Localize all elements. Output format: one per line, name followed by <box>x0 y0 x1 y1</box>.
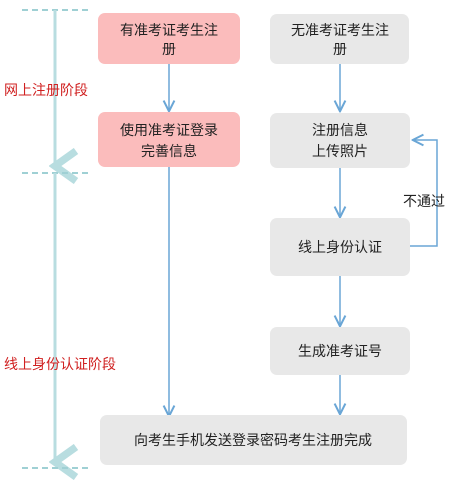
box-use-ticket-login-line1: 使用准考证登录 <box>120 122 218 139</box>
box-generate-ticket-label: 生成准考证号 <box>298 344 382 360</box>
flow-arrows <box>169 64 438 415</box>
box-online-identity: 线上身份认证 <box>270 218 410 276</box>
stage-label-identity-verification: 线上身份认证阶段 <box>4 357 116 373</box>
box-online-identity-label: 线上身份认证 <box>298 240 382 256</box>
arrow-fail-loop <box>410 140 438 247</box>
phase-indicator <box>22 9 92 468</box>
box-register-info-line1: 注册信息 <box>312 122 368 139</box>
fail-label: 不通过 <box>403 194 445 210</box>
box-without-ticket-register: 无准考证考生注 册 <box>270 14 409 64</box>
box-generate-ticket: 生成准考证号 <box>270 327 410 375</box>
box-registration-complete-label: 向考生手机发送登录密码考生注册完成 <box>134 432 372 449</box>
box-register-info-line2: 上传照片 <box>312 144 368 160</box>
box-without-ticket-line1: 无准考证考生注 <box>291 23 389 39</box>
box-with-ticket-line1: 有准考证考生注 <box>120 23 218 39</box>
box-with-ticket-line2: 册 <box>162 42 176 58</box>
stage-label-online-registration: 网上注册阶段 <box>4 83 88 99</box>
box-registration-complete: 向考生手机发送登录密码考生注册完成 <box>100 415 407 465</box>
box-use-ticket-login-line2: 完善信息 <box>141 143 197 160</box>
box-register-info: 注册信息 上传照片 <box>270 113 410 168</box>
box-use-ticket-login: 使用准考证登录 完善信息 <box>98 112 240 167</box>
box-with-ticket-register: 有准考证考生注 册 <box>98 13 240 64</box>
box-without-ticket-line2: 册 <box>333 42 347 58</box>
